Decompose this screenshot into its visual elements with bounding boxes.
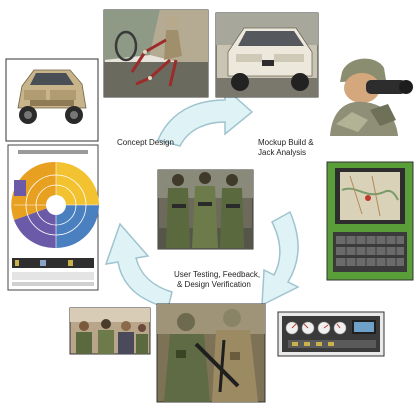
briefing-people-icon xyxy=(76,319,148,354)
keyboard-icon xyxy=(333,232,407,272)
briefing-room-photo-panel xyxy=(69,307,151,355)
cab-mannequin-render-panel xyxy=(103,9,209,98)
soldier-binoculars-icon xyxy=(330,58,413,136)
concept-vehicle-render-panel xyxy=(5,58,99,142)
soldiers-group-photo-panel xyxy=(157,169,254,250)
concept-design-label: Concept Design xyxy=(117,138,174,147)
mockup-build-label-line2: Jack Analysis xyxy=(258,148,307,157)
mockup-vehicle-icon xyxy=(227,27,313,91)
user-testing-label-line2: & Design Verification xyxy=(177,280,251,289)
cycle-arrow-left xyxy=(104,222,173,309)
cycle-arrows xyxy=(104,86,300,309)
gauge-icons xyxy=(285,320,376,348)
user-testing-label-line1: User Testing, Feedback, xyxy=(174,270,261,279)
mannequin-figure-icon xyxy=(130,16,182,87)
map-screen-icon xyxy=(340,172,400,220)
instrument-cluster-panel xyxy=(277,311,385,357)
accommodation-chart-panel xyxy=(7,144,99,291)
terminal-display-panel xyxy=(326,161,414,281)
steering-wheel-icon xyxy=(114,30,138,62)
soldiers-testing-photo-panel xyxy=(156,303,266,403)
concept-vehicle-icon xyxy=(17,69,87,124)
soldiers-testing-icon xyxy=(164,309,258,402)
cycle-arrow-right xyxy=(261,210,300,307)
soldiers-group-icon xyxy=(166,172,244,248)
mockup-build-label-line1: Mockup Build & xyxy=(258,138,314,147)
soldier-binoculars-photo-panel xyxy=(326,56,416,136)
cycle-arrow-top xyxy=(156,86,254,147)
mockup-vehicle-photo-panel xyxy=(215,12,319,98)
accommodation-radial-chart xyxy=(11,161,99,249)
